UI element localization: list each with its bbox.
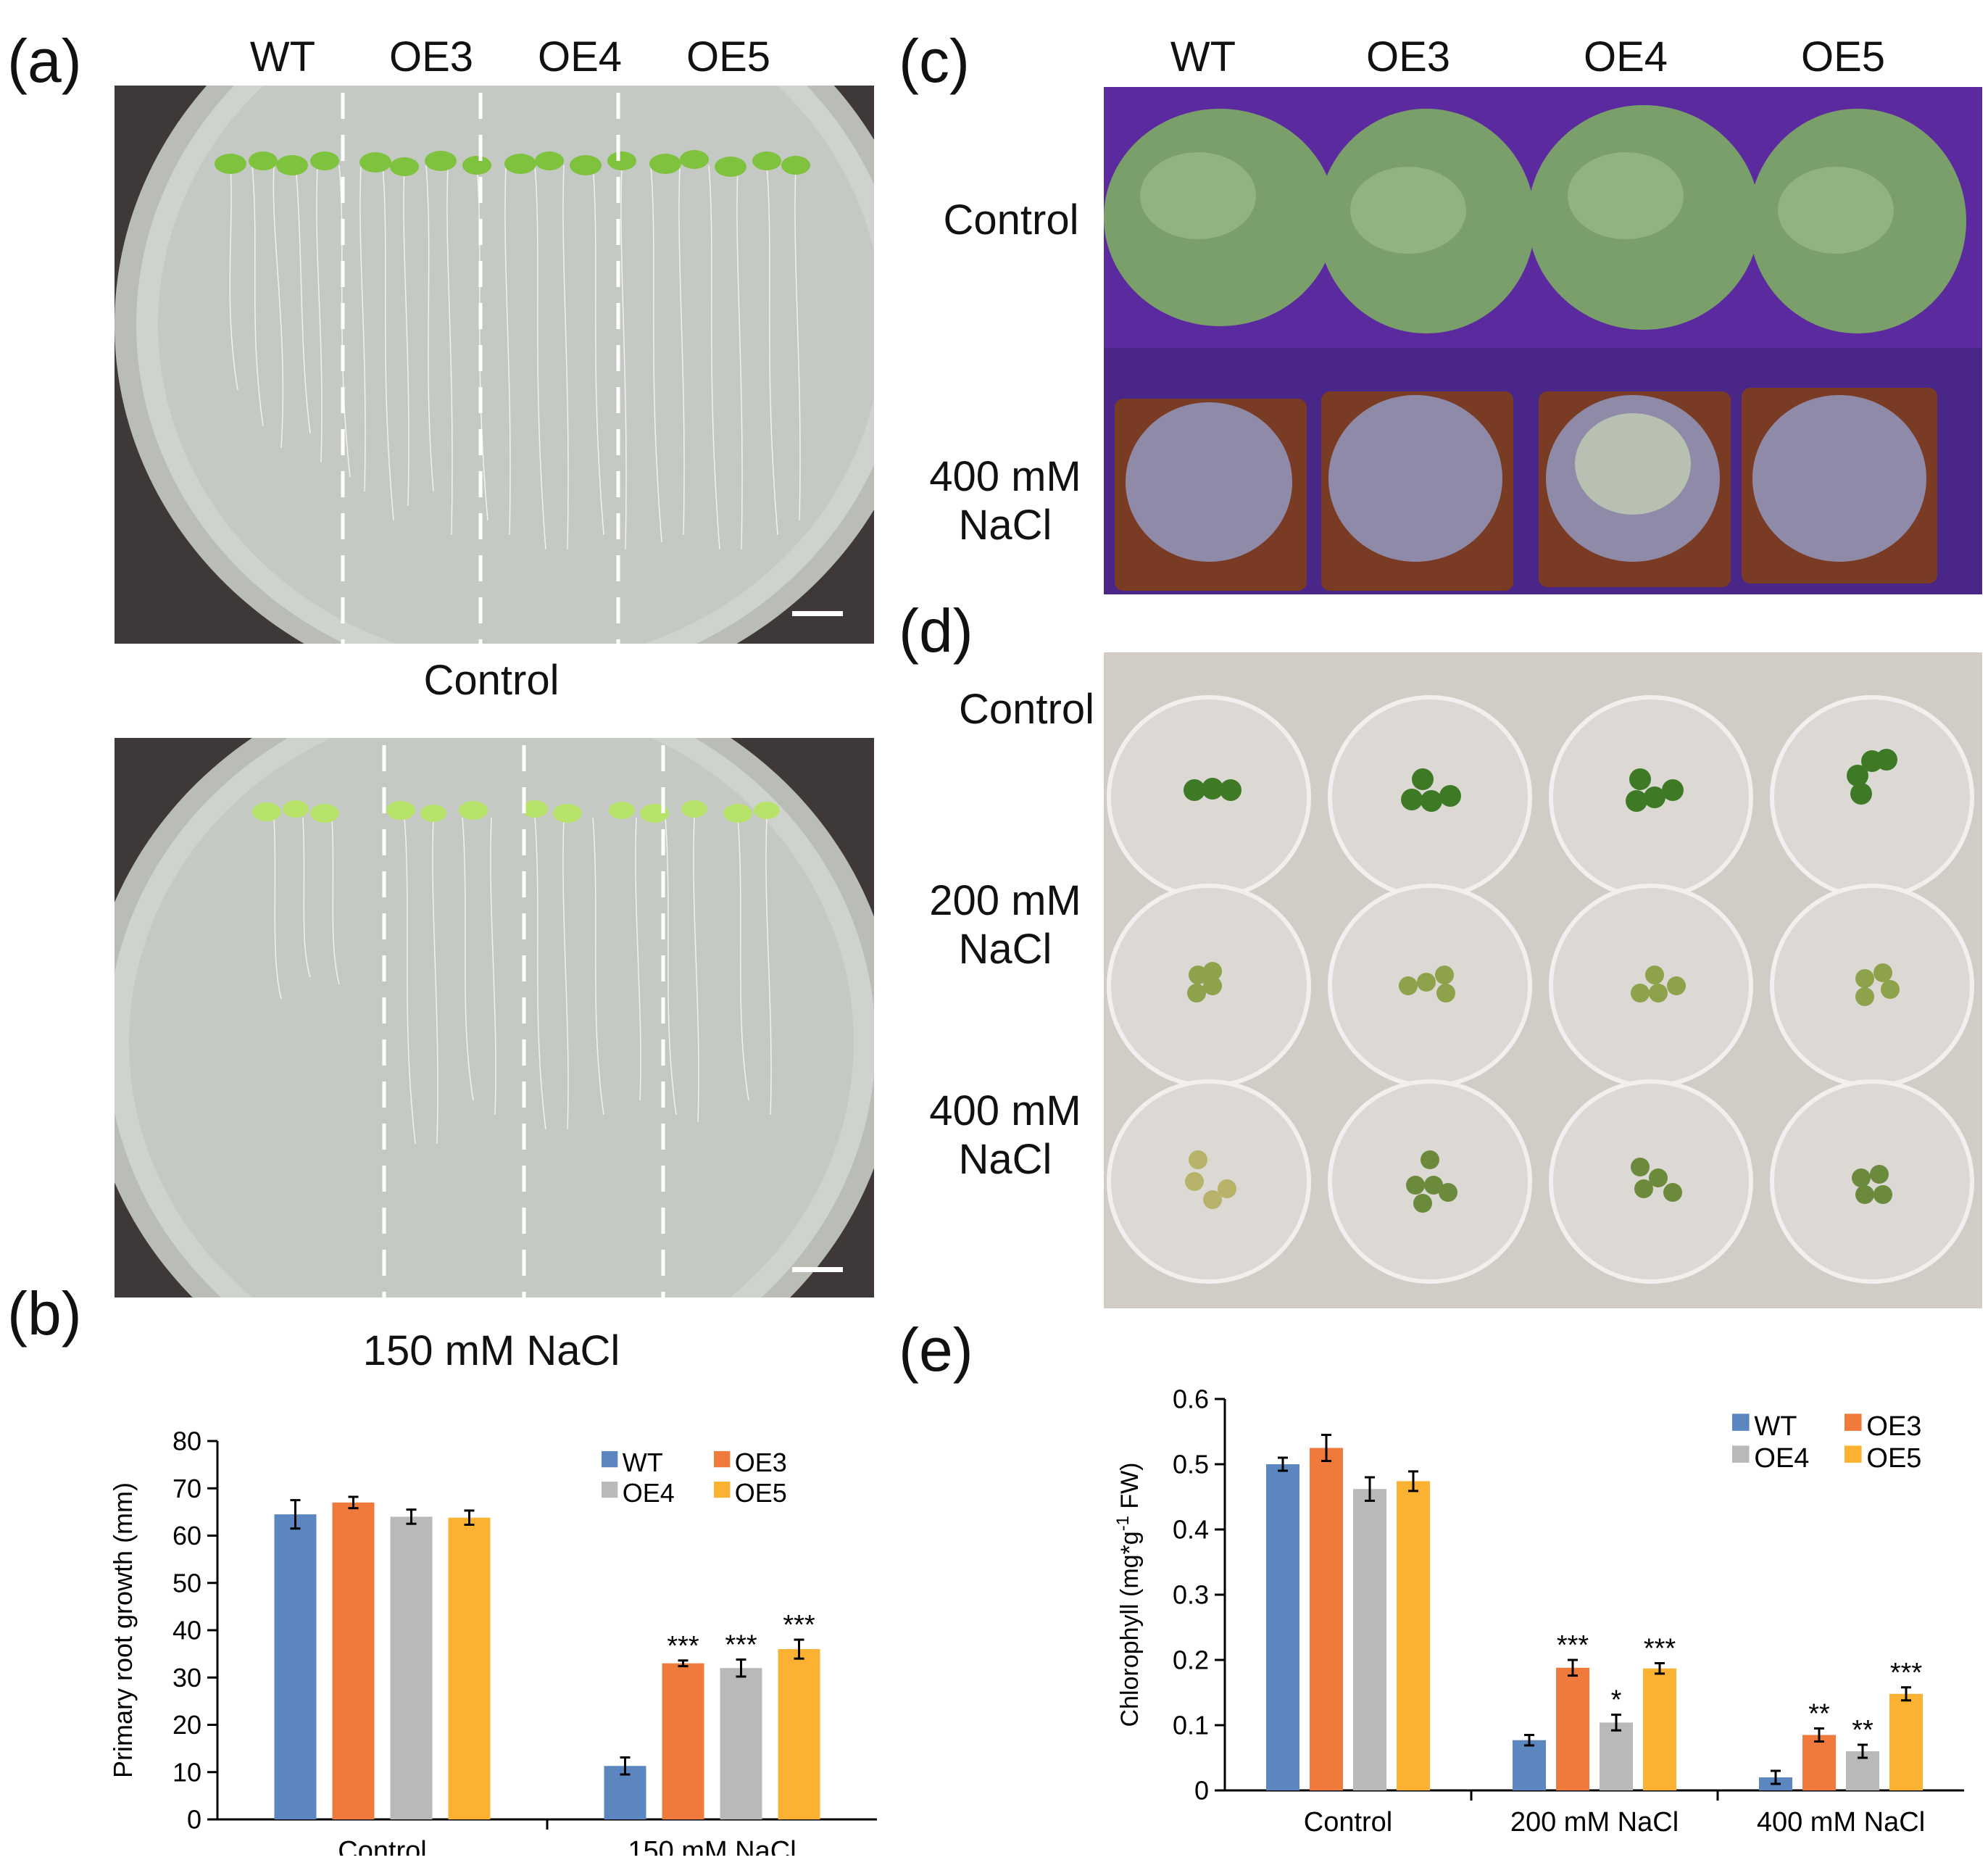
- row-label-d-400: 400 mM NaCl: [929, 1087, 1081, 1183]
- y-tick-label: 50: [172, 1568, 201, 1598]
- significance-mark: **: [1808, 1699, 1830, 1730]
- photo-pots: [1104, 87, 1982, 594]
- significance-mark: ***: [1557, 1630, 1589, 1661]
- y-tick-label: 80: [172, 1427, 201, 1456]
- legend-label-oe4: OE4: [623, 1478, 675, 1508]
- pots-drawing: [1104, 87, 1982, 594]
- bar-oe3: [332, 1502, 375, 1819]
- bar-oe4: [1600, 1722, 1633, 1790]
- y-axis-label: Chlorophyll (mg*g-1 FW): [1113, 1462, 1144, 1727]
- panel-label-d: (d): [899, 597, 973, 665]
- significance-mark: ***: [783, 1610, 815, 1640]
- bar-oe5: [1397, 1481, 1430, 1790]
- y-tick-label: 0.3: [1173, 1580, 1209, 1610]
- panel-label-c: (c): [899, 27, 970, 95]
- row-label-d-200: 200 mM NaCl: [929, 877, 1081, 973]
- y-tick-label: 40: [172, 1616, 201, 1645]
- y-tick-label: 0.6: [1173, 1384, 1209, 1414]
- y-tick-label: 0: [1194, 1776, 1209, 1806]
- legend-label-oe5: OE5: [735, 1478, 787, 1508]
- legend-swatch-oe5: [1844, 1445, 1862, 1463]
- row-label-c-control: Control: [943, 196, 1079, 244]
- bar-oe3: [1802, 1735, 1836, 1790]
- bar-wt: [1513, 1740, 1546, 1790]
- x-category-label: Control: [338, 1836, 427, 1856]
- col-label-oe4-c: OE4: [1583, 33, 1668, 80]
- bar-oe5: [448, 1517, 491, 1819]
- photo-plate-nacl: [115, 738, 874, 1298]
- col-label-oe5-c: OE5: [1800, 33, 1886, 80]
- leaf-discs-drawing: [1104, 652, 1982, 1308]
- row-label-d-control: Control: [959, 686, 1094, 733]
- significance-mark: ***: [1890, 1658, 1923, 1688]
- plate-nacl-drawing: [115, 738, 874, 1298]
- legend-label-oe3: OE3: [1866, 1411, 1921, 1442]
- bar-oe4: [720, 1668, 762, 1819]
- panel-label-e: (e): [899, 1316, 973, 1384]
- y-tick-label: 0.1: [1173, 1711, 1209, 1740]
- col-label-wt-c: WT: [1170, 33, 1236, 80]
- caption-control: Control: [423, 657, 560, 704]
- y-tick-label: 60: [172, 1521, 201, 1550]
- y-tick-label: 0: [187, 1805, 201, 1835]
- col-label-oe5: OE5: [686, 33, 771, 80]
- bar-oe4: [390, 1516, 433, 1819]
- bar-oe5: [1643, 1668, 1676, 1790]
- plate-control-drawing: [115, 86, 874, 644]
- legend-swatch-oe3: [1844, 1413, 1862, 1431]
- bar-oe3: [1310, 1448, 1343, 1790]
- col-label-oe3-c: OE3: [1365, 33, 1451, 80]
- caption-nacl: 150 mM NaCl: [362, 1327, 620, 1374]
- significance-mark: ***: [667, 1631, 699, 1661]
- x-category-label: 400 mM NaCl: [1757, 1807, 1925, 1838]
- legend-swatch-wt: [1732, 1413, 1750, 1431]
- x-category-label: 150 mM NaCl: [628, 1836, 796, 1856]
- significance-mark: **: [1852, 1715, 1873, 1745]
- legend-swatch-oe5: [714, 1481, 731, 1498]
- bar-oe3: [1556, 1667, 1589, 1790]
- bar-oe5: [1889, 1693, 1923, 1790]
- legend-swatch-oe3: [714, 1450, 731, 1468]
- col-label-oe3: OE3: [388, 33, 474, 80]
- y-axis-label: Primary root growth (mm): [109, 1482, 138, 1778]
- bar-oe3: [662, 1663, 704, 1819]
- panel-label-a: (a): [7, 27, 82, 95]
- legend-swatch-oe4: [1732, 1445, 1750, 1463]
- y-tick-label: 70: [172, 1474, 201, 1503]
- significance-mark: ***: [725, 1629, 757, 1660]
- legend-label-oe3: OE3: [735, 1448, 787, 1477]
- bar-wt: [274, 1514, 317, 1819]
- y-tick-label: 10: [172, 1757, 201, 1787]
- legend-label-oe5: OE5: [1866, 1443, 1921, 1474]
- legend-swatch-oe4: [602, 1481, 618, 1498]
- panel-label-b: (b): [7, 1279, 82, 1348]
- photo-leaf-discs: [1104, 652, 1982, 1308]
- photo-plate-control: [115, 86, 874, 644]
- significance-mark: *: [1611, 1685, 1622, 1716]
- legend-label-oe4: OE4: [1754, 1443, 1809, 1474]
- significance-mark: ***: [1644, 1634, 1676, 1664]
- legend-label-wt: WT: [623, 1448, 663, 1477]
- y-tick-label: 0.4: [1173, 1515, 1209, 1545]
- y-tick-label: 0.2: [1173, 1645, 1209, 1675]
- x-category-label: 200 mM NaCl: [1510, 1807, 1679, 1838]
- row-label-c-nacl: 400 mM NaCl: [929, 453, 1081, 549]
- bar-oe4: [1353, 1489, 1386, 1790]
- y-tick-label: 20: [172, 1710, 201, 1740]
- bar-oe5: [778, 1649, 820, 1819]
- y-tick-label: 0.5: [1173, 1450, 1209, 1479]
- col-label-wt: WT: [249, 33, 316, 80]
- legend-label-wt: WT: [1754, 1411, 1797, 1442]
- x-category-label: Control: [1304, 1807, 1393, 1838]
- col-label-oe4: OE4: [537, 33, 623, 80]
- bar-wt: [1266, 1464, 1299, 1790]
- y-tick-label: 30: [172, 1663, 201, 1693]
- legend-swatch-wt: [602, 1450, 618, 1468]
